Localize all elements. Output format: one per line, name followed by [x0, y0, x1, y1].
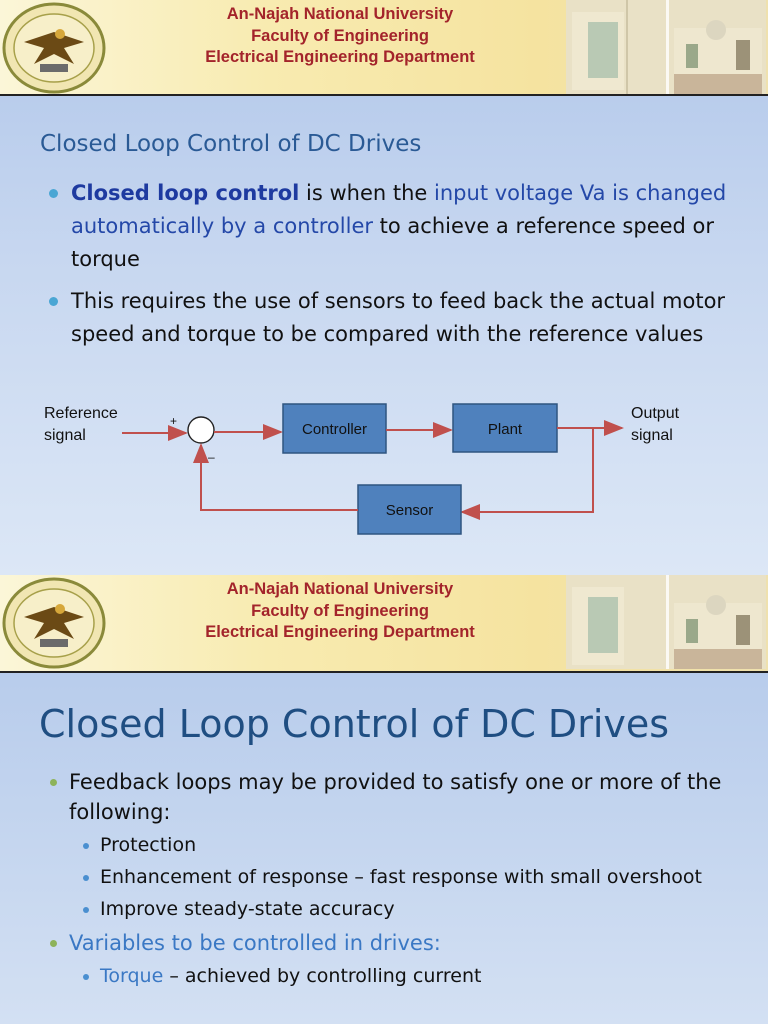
sub-bullet-item: Improve steady-state accuracy	[48, 896, 748, 923]
sub-bullet-text: – achieved by controlling current	[163, 965, 482, 987]
reference-signal-label: Reference signal	[44, 405, 118, 444]
bullet-highlight: Closed loop control	[71, 181, 300, 205]
control-block-diagram: Reference signal Output signal + – Contr…	[0, 390, 768, 550]
department-name: Electrical Engineering Department	[205, 48, 475, 66]
slide-2: An-Najah National University Faculty of …	[0, 575, 768, 1024]
bullet-text: Variables to be controlled in drives:	[69, 931, 441, 955]
bullet-text: is when the	[299, 181, 435, 205]
university-logo-icon	[2, 577, 106, 669]
sub-bullet-text: Improve steady-state accuracy	[100, 898, 395, 920]
bullet-item: Feedback loops may be provided to satisf…	[48, 767, 748, 827]
faculty-name: Faculty of Engineering	[251, 601, 429, 620]
slide-title: Closed Loop Control of DC Drives	[39, 702, 670, 746]
minus-sign: –	[208, 450, 215, 464]
department-name: Electrical Engineering Department	[205, 623, 475, 641]
plant-label: Plant	[488, 421, 523, 438]
sub-bullet-dot-icon	[83, 875, 89, 881]
bullet-list: Feedback loops may be provided to satisf…	[48, 767, 748, 990]
bullet-item: Variables to be controlled in drives:	[48, 928, 748, 958]
bullet-text: to achieve a reference speed or torque	[71, 214, 715, 271]
bullet-item: This requires the use of sensors to feed…	[48, 285, 748, 351]
sub-bullet-item: Torque – achieved by controlling current	[48, 963, 748, 990]
sub-bullet-item: Protection	[48, 832, 748, 859]
bullet-highlight: input voltage Va is changed automaticall…	[71, 181, 727, 238]
bullet-text: Feedback loops may be provided to satisf…	[69, 770, 722, 824]
diagram-svg: + – Controller Plant Sensor	[122, 403, 624, 535]
sub-bullet-dot-icon	[83, 843, 89, 849]
sub-bullet-text: Enhancement of response – fast response …	[100, 866, 702, 888]
sub-bullet-dot-icon	[83, 907, 89, 913]
sub-bullet-highlight: Torque	[100, 965, 164, 987]
plant-block	[452, 403, 558, 453]
sub-bullet-item: Enhancement of response – fast response …	[48, 864, 748, 891]
bullet-text: This requires the use of sensors to feed…	[71, 289, 726, 346]
controller-block	[282, 403, 387, 454]
university-header-text: An-Najah National University Faculty of …	[120, 579, 560, 644]
bullet-dot-icon	[49, 189, 58, 198]
sensor-return-path	[193, 443, 358, 511]
bullet-dot-icon	[50, 940, 57, 947]
university-name: An-Najah National University	[226, 5, 454, 23]
output-signal-label: Output signal	[631, 405, 680, 444]
feedback-path	[460, 428, 594, 520]
controller-label: Controller	[302, 421, 367, 438]
summing-junction	[187, 416, 215, 444]
bullet-item: Closed loop control is when the input vo…	[48, 177, 748, 276]
bullet-dot-icon	[49, 297, 58, 306]
plus-sign: +	[170, 414, 177, 428]
campus-photo-image	[566, 0, 766, 94]
university-name: An-Najah National University	[226, 580, 454, 598]
campus-photo-image	[566, 575, 766, 669]
slide-title: Closed Loop Control of DC Drives	[40, 131, 422, 157]
sub-bullet-text: Protection	[100, 834, 197, 856]
sub-bullet-dot-icon	[83, 974, 89, 980]
sensor-label: Sensor	[386, 502, 434, 519]
bullet-list: Closed loop control is when the input vo…	[48, 177, 748, 351]
university-header-text: An-Najah National University Faculty of …	[120, 4, 560, 69]
university-banner: An-Najah National University Faculty of …	[0, 575, 768, 673]
bullet-dot-icon	[50, 779, 57, 786]
faculty-name: Faculty of Engineering	[251, 26, 429, 45]
slide-1: An-Najah National University Faculty of …	[0, 0, 768, 575]
university-logo-icon	[2, 2, 106, 94]
university-banner: An-Najah National University Faculty of …	[0, 0, 768, 96]
